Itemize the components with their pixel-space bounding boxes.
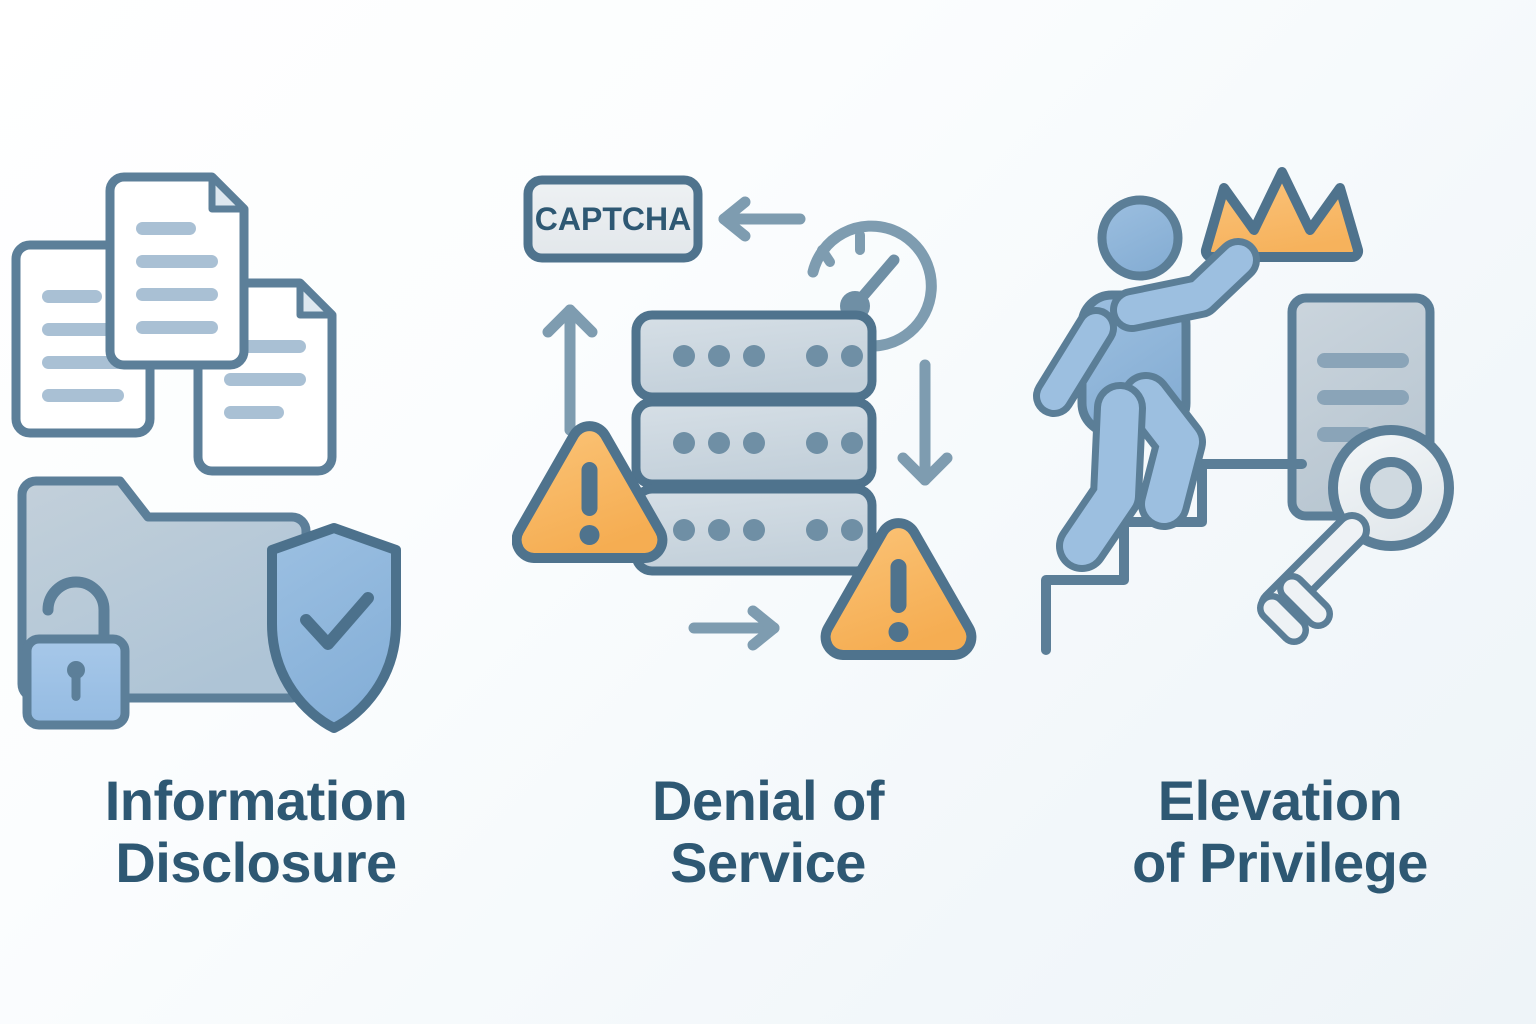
- caption-information-disclosure: Information Disclosure: [0, 770, 512, 893]
- server-rack-icon: [631, 310, 877, 576]
- caption-denial-of-service: Denial of Service: [512, 770, 1024, 893]
- person-climbing-icon: [1033, 195, 1260, 572]
- denial-of-service-artwork: CAPTCHA: [512, 150, 1024, 770]
- arrow-left-icon: [718, 196, 806, 242]
- caption-line-1: Elevation: [1157, 769, 1403, 832]
- crown-icon: [1200, 167, 1364, 262]
- information-disclosure-artwork: [0, 150, 512, 770]
- padlock-icon: [22, 576, 130, 730]
- caption-line-2: Service: [670, 830, 866, 894]
- arrow-right-icon: [688, 605, 780, 651]
- warning-triangle-right-icon: [820, 518, 977, 660]
- caption-line-1: Denial of: [652, 769, 884, 832]
- caption-line-2: of Privilege: [1132, 830, 1428, 894]
- elevation-of-privilege-artwork: [1024, 150, 1536, 770]
- key-icon: [1257, 425, 1454, 645]
- captcha-box-icon: [523, 175, 703, 263]
- caption-line-2: Disclosure: [115, 830, 397, 894]
- panel-denial-of-service: CAPTCHA Denial of Service: [512, 0, 1024, 1024]
- caption-elevation-of-privilege: Elevation of Privilege: [1024, 770, 1536, 893]
- document-center-icon: [105, 172, 249, 370]
- arrow-down-icon: [897, 359, 953, 486]
- arrow-up-icon: [542, 304, 598, 436]
- gauge-icon: [807, 220, 937, 352]
- server-unit: [631, 484, 877, 576]
- panel-information-disclosure: Information Disclosure: [0, 0, 512, 1024]
- warning-triangle-left-icon: [512, 421, 668, 563]
- server-unit: [631, 397, 877, 489]
- server-unit: [631, 310, 877, 402]
- panel-elevation-of-privilege: Elevation of Privilege: [1024, 0, 1536, 1024]
- shield-check-icon: [267, 523, 401, 733]
- caption-line-1: Information: [104, 769, 408, 832]
- captcha-label: CAPTCHA: [535, 201, 691, 237]
